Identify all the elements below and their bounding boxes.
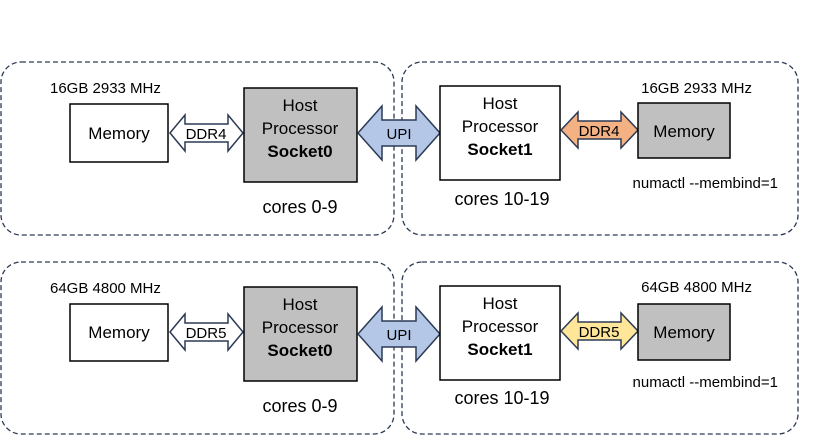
memory-box	[637, 303, 731, 361]
host-processor-box	[243, 87, 358, 183]
memory-label: Memory	[653, 323, 715, 342]
host-label: Host	[483, 94, 518, 113]
socket-label: Socket0	[267, 142, 332, 161]
row-ddr5: 64GB 4800 MHz Memory DDR5 Host Processor…	[0, 261, 799, 435]
memory-caption: 64GB 4800 MHz	[50, 280, 161, 297]
memory-label: Memory	[653, 122, 715, 141]
cores-label: cores 0-9	[262, 396, 337, 416]
host-label: Host	[283, 295, 318, 314]
socket1-region	[401, 61, 799, 236]
socket0-region	[0, 261, 395, 435]
numactl-command: numactl --membind=1	[633, 175, 778, 192]
host-label: Host	[283, 96, 318, 115]
processor-label: Processor	[262, 318, 339, 337]
memory-box	[637, 102, 731, 159]
processor-label: Processor	[262, 119, 339, 138]
host-processor-box	[439, 85, 561, 181]
memory-caption: 64GB 4800 MHz	[641, 279, 752, 296]
host-processor-box	[439, 285, 561, 381]
processor-label: Processor	[462, 117, 539, 136]
cores-label: cores 10-19	[454, 388, 549, 408]
socket1-region	[401, 261, 799, 435]
ddr-link-label: DDR4	[186, 126, 227, 143]
host-processor-box	[243, 286, 358, 382]
memory-caption: 16GB 2933 MHz	[641, 80, 752, 97]
ddr-link-arrow	[169, 112, 244, 154]
socket-label: Socket1	[467, 140, 532, 159]
ddr-link-label: DDR4	[579, 123, 620, 140]
host-label: Host	[483, 294, 518, 313]
ddr-link-label: DDR5	[186, 325, 227, 342]
ddr-link-label: DDR5	[579, 324, 620, 341]
memory-label: Memory	[88, 323, 150, 342]
processor-label: Processor	[462, 317, 539, 336]
cores-label: cores 10-19	[454, 189, 549, 209]
numactl-command: numactl --membind=1	[633, 374, 778, 391]
memory-box	[69, 103, 169, 163]
row-ddr4: 16GB 2933 MHz Memory DDR4 Host Processor…	[0, 61, 799, 236]
ddr-link-arrow	[169, 311, 244, 353]
memory-label: Memory	[88, 124, 150, 143]
upi-label: UPI	[386, 327, 411, 344]
socket0-region	[0, 61, 395, 236]
socket-label: Socket0	[267, 341, 332, 360]
socket-label: Socket1	[467, 340, 532, 359]
memory-caption: 16GB 2933 MHz	[50, 80, 161, 97]
cores-label: cores 0-9	[262, 197, 337, 217]
upi-label: UPI	[386, 126, 411, 143]
memory-box	[69, 303, 169, 362]
